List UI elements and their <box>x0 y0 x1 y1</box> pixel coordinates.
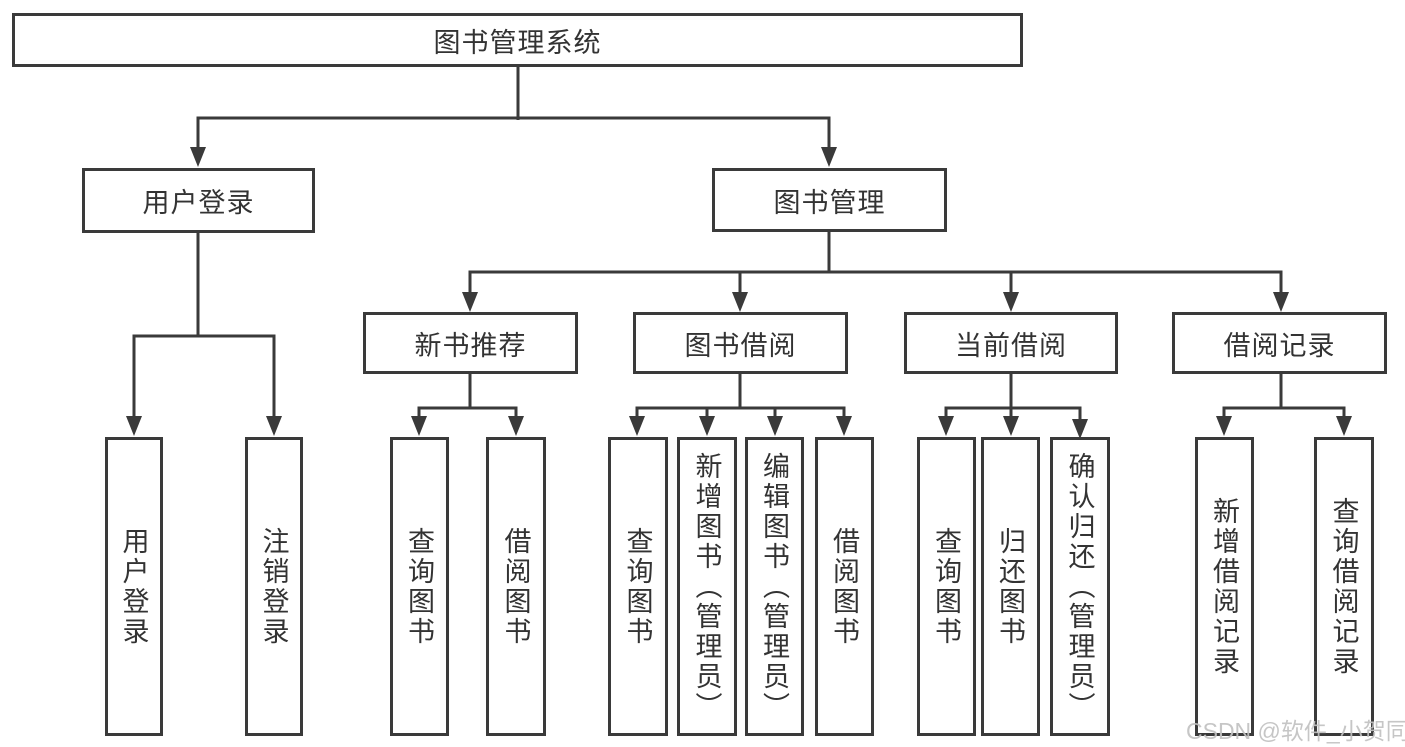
leaf-borrow-books: 借阅图书 <box>815 437 874 736</box>
node-new-book-recommend: 新书推荐 <box>363 312 578 374</box>
node-current-borrow: 当前借阅 <box>904 312 1118 374</box>
leaf-logout: 注销登录 <box>245 437 303 736</box>
leaf-query-books-borrow: 查询图书 <box>608 437 668 736</box>
leaf-user-login: 用户登录 <box>105 437 163 736</box>
leaf-query-books-recommend: 查询图书 <box>390 437 449 736</box>
node-book-management: 图书管理 <box>712 168 947 232</box>
leaf-edit-book-admin: 编辑图书（管理员） <box>745 437 804 736</box>
node-user-login: 用户登录 <box>82 168 315 233</box>
leaf-query-borrow-record: 查询借阅记录 <box>1314 437 1374 736</box>
arrowheads <box>126 147 1352 439</box>
leaf-confirm-return-admin: 确认归还（管理员） <box>1050 437 1110 736</box>
leaf-borrow-books-recommend: 借阅图书 <box>486 437 546 736</box>
leaf-add-book-admin: 新增图书（管理员） <box>677 437 737 736</box>
node-borrow-records: 借阅记录 <box>1172 312 1387 374</box>
node-root: 图书管理系统 <box>12 13 1023 67</box>
watermark-text: CSDN @软件_小贺同学 <box>1186 718 1405 744</box>
node-book-borrow: 图书借阅 <box>633 312 848 374</box>
leaf-add-borrow-record: 新增借阅记录 <box>1195 437 1254 736</box>
leaf-return-books: 归还图书 <box>981 437 1040 736</box>
leaf-query-books-current: 查询图书 <box>917 437 976 736</box>
